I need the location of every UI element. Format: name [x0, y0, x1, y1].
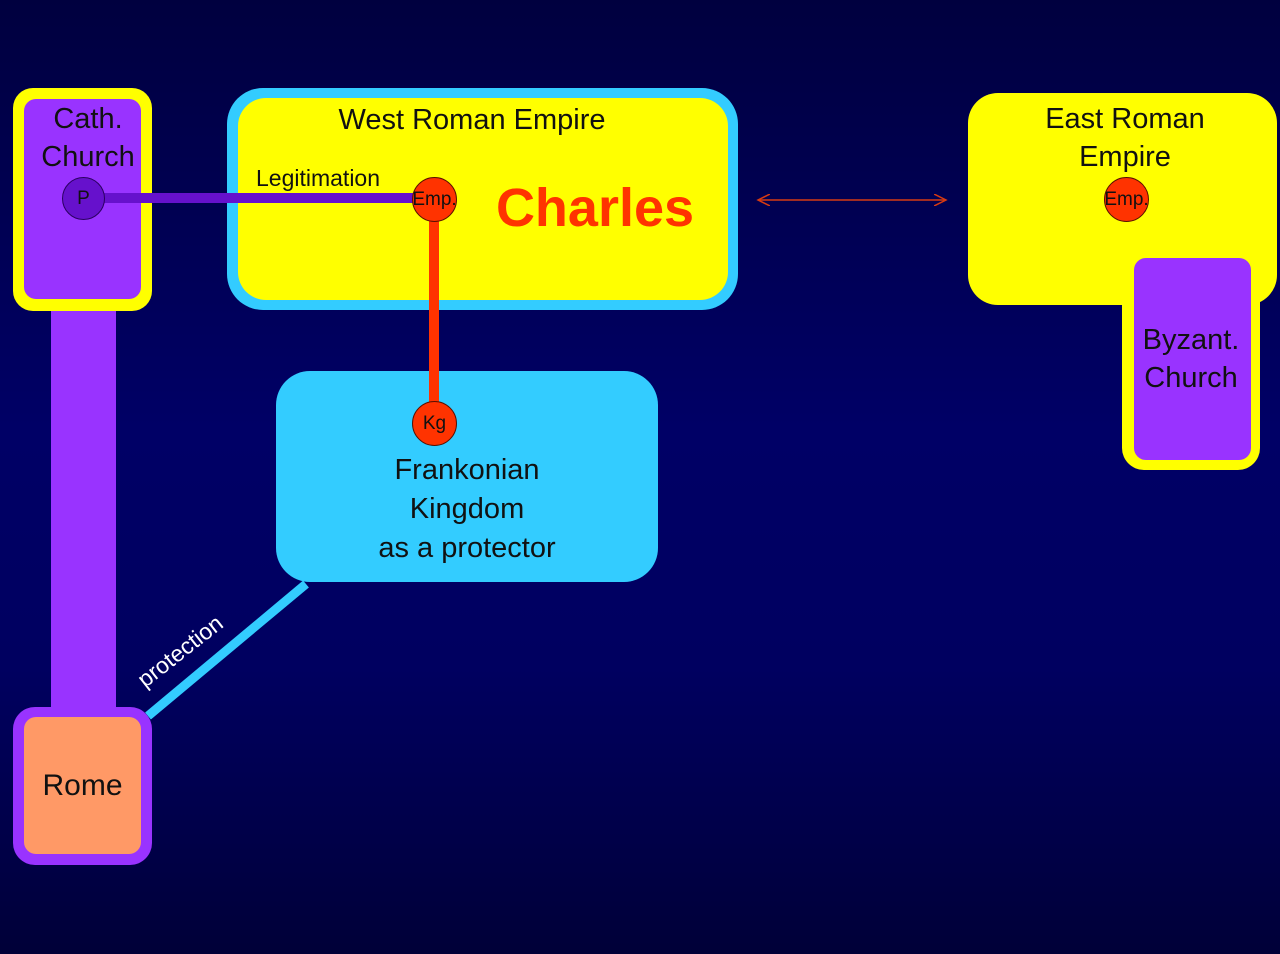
pope-node: P	[62, 177, 105, 220]
cath-church-label-line2: Church	[41, 141, 135, 173]
frankonian-kingdom-label: Frankonian Kingdom as a protector	[276, 451, 658, 568]
legitimation-label: Legitimation	[256, 165, 381, 191]
frankonian-label-line2: Kingdom	[409, 493, 525, 525]
frankonian-label-line1: Frankonian	[394, 454, 540, 486]
west-roman-empire-title: West Roman Empire	[338, 104, 606, 136]
protection-line	[145, 580, 309, 720]
frankonian-label-line3: as a protector	[378, 532, 556, 564]
frankonian-kingdom-box	[276, 371, 658, 582]
east-roman-empire-title-line2: Empire	[1079, 141, 1171, 173]
byzant-church-label: Byzant. Church	[1122, 321, 1260, 397]
cath-church-label: Cath. Church	[24, 100, 152, 176]
charles-label: Charles	[495, 178, 695, 238]
west-emperor-node: Emp.	[412, 177, 457, 222]
rome-inner	[24, 717, 141, 854]
byzant-church-label-line1: Byzant.	[1142, 324, 1240, 356]
east-roman-empire-title-line1: East Roman	[1045, 103, 1205, 135]
cath-church-label-line1: Cath.	[53, 103, 123, 135]
byzant-church-label-line2: Church	[1144, 362, 1238, 394]
church-rome-connector	[51, 300, 116, 720]
byzant-church-inner	[1134, 258, 1251, 460]
east-emperor-node: Emp.	[1104, 177, 1149, 222]
king-node: Kg	[412, 401, 457, 446]
rome-label: Rome	[42, 769, 123, 802]
east-roman-empire-title: East Roman Empire	[1000, 100, 1250, 176]
